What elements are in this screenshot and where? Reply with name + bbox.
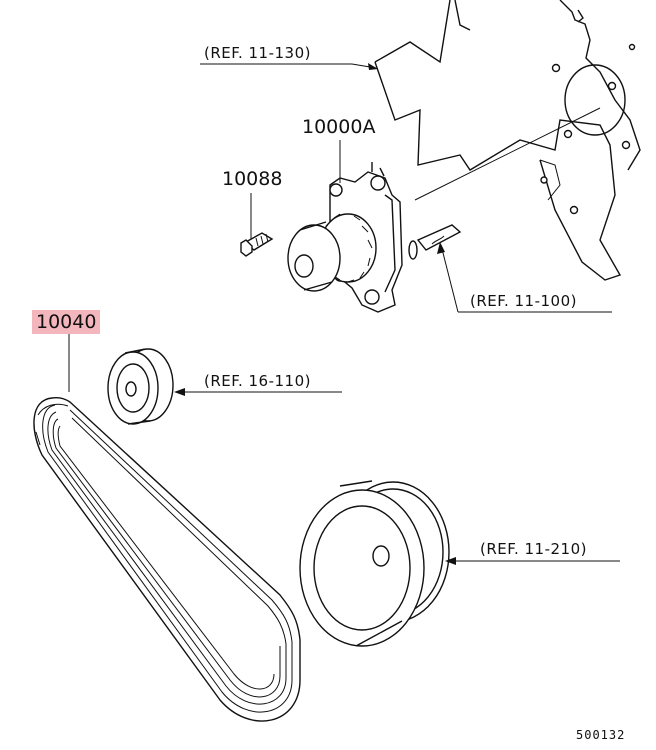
bolt bbox=[240, 232, 274, 257]
crank-pulley bbox=[299, 480, 450, 647]
alignment-line bbox=[414, 107, 601, 201]
ref-label-crank-pulley: (REF. 11-210) bbox=[480, 540, 587, 558]
ref-label-gasket: (REF. 11-100) bbox=[470, 292, 577, 310]
leader-lines bbox=[68, 63, 620, 565]
water-pump bbox=[287, 162, 403, 313]
part-label-bolt: 10088 bbox=[222, 168, 283, 190]
part-label-belt: 10040 bbox=[32, 310, 101, 334]
diagram-code: 500132 bbox=[576, 728, 626, 742]
gasket bbox=[408, 224, 462, 260]
engine-cover bbox=[374, 0, 641, 281]
ref-label-idler-pulley: (REF. 16-110) bbox=[204, 372, 311, 390]
ref-label-engine-cover: (REF. 11-130) bbox=[204, 44, 311, 62]
drive-belt bbox=[33, 396, 301, 722]
idler-pulley bbox=[107, 348, 174, 425]
part-label-water-pump: 10000A bbox=[302, 116, 376, 138]
